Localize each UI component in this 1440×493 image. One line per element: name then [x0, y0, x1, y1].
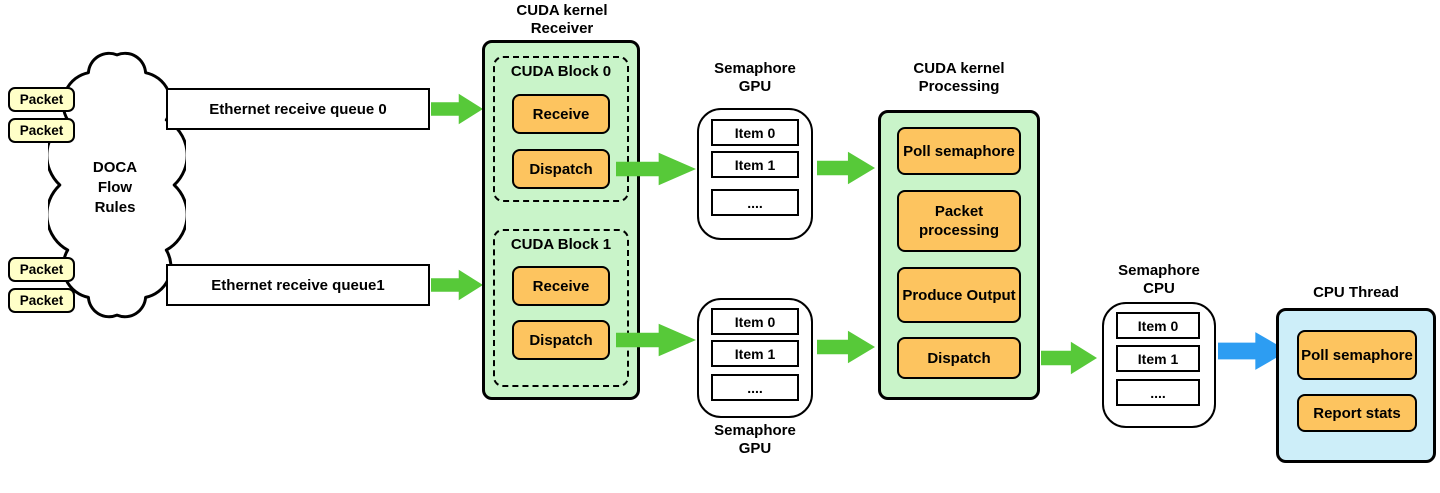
arrow-dispatch0-semaphore-icon	[616, 152, 696, 186]
poll-semaphore-step: Poll semaphore	[897, 127, 1021, 175]
arrow-queue0-receiver-icon	[431, 93, 483, 125]
cpu-thread-title: CPU Thread	[1277, 284, 1435, 302]
semaphore-gpu-bottom-title-line1: Semaphore	[714, 422, 796, 439]
semaphore-item: Item 1	[711, 340, 799, 367]
semaphore-item: Item 1	[711, 151, 799, 178]
processing-title: CUDA kernel Processing	[876, 60, 1042, 96]
arrow-semcpu-cputhread-icon	[1218, 332, 1288, 370]
packet-box: Packet	[8, 87, 75, 112]
cuda-block-1-label: CUDA Block 1	[510, 236, 612, 253]
semaphore-item: Item 1	[1116, 345, 1200, 372]
block0-receive-step: Receive	[512, 94, 610, 134]
cuda-block-0-label: CUDA Block 0	[510, 63, 612, 80]
cuda-block-1: CUDA Block 1	[493, 229, 629, 387]
semaphore-cpu-title: Semaphore CPU	[1098, 262, 1220, 298]
semaphore-gpu-top-title: Semaphore GPU	[695, 60, 815, 96]
ethernet-receive-queue-1: Ethernet receive queue1	[166, 264, 430, 306]
packet-processing-step: Packet processing	[897, 190, 1021, 252]
block1-dispatch-step: Dispatch	[512, 320, 610, 360]
processing-dispatch-step: Dispatch	[897, 337, 1021, 379]
receiver-title-line1: CUDA kernel	[516, 2, 608, 19]
packet-box: Packet	[8, 288, 75, 313]
semaphore-gpu-bottom-title: Semaphore GPU	[695, 422, 815, 458]
block1-receive-step: Receive	[512, 266, 610, 306]
arrow-sembottom-processing-icon	[817, 330, 875, 364]
cloud-label-line2: Flow	[97, 179, 133, 196]
semaphore-cpu-title-line2: CPU	[1143, 280, 1175, 297]
semaphore-gpu-top-title-line2: GPU	[738, 78, 772, 95]
block0-dispatch-step: Dispatch	[512, 149, 610, 189]
produce-output-step: Produce Output	[897, 267, 1021, 323]
cpu-thread-title-line: CPU Thread	[1313, 284, 1399, 301]
cloud-label-line1: DOCA	[92, 159, 138, 176]
cloud-label-line3: Rules	[94, 199, 136, 216]
packet-box: Packet	[8, 257, 75, 282]
processing-title-line1: CUDA kernel	[913, 60, 1005, 77]
semaphore-cpu-title-line1: Semaphore	[1118, 262, 1200, 279]
semaphore-item: Item 0	[1116, 312, 1200, 339]
cloud-label: DOCA Flow Rules	[70, 158, 160, 218]
packet-box: Packet	[8, 118, 75, 143]
semaphore-gpu-top-title-line1: Semaphore	[714, 60, 796, 77]
arrow-queue1-receiver-icon	[431, 269, 483, 301]
processing-title-line2: Processing	[918, 78, 1000, 95]
semaphore-item: ....	[1116, 379, 1200, 406]
arrow-processing-semcpu-icon	[1041, 341, 1097, 375]
semaphore-item: ....	[711, 374, 799, 401]
semaphore-item: ....	[711, 189, 799, 216]
cuda-block-0: CUDA Block 0	[493, 56, 629, 202]
receiver-title-line2: Receiver	[530, 20, 594, 37]
semaphore-gpu-bottom-title-line2: GPU	[738, 440, 772, 457]
cpu-poll-semaphore-step: Poll semaphore	[1297, 330, 1417, 380]
semaphore-item: Item 0	[711, 308, 799, 335]
arrow-semtop-processing-icon	[817, 151, 875, 185]
report-stats-step: Report stats	[1297, 394, 1417, 432]
semaphore-item: Item 0	[711, 119, 799, 146]
receiver-title: CUDA kernel Receiver	[478, 2, 646, 38]
arrow-dispatch1-semaphore-icon	[616, 323, 696, 357]
ethernet-receive-queue-0: Ethernet receive queue 0	[166, 88, 430, 130]
